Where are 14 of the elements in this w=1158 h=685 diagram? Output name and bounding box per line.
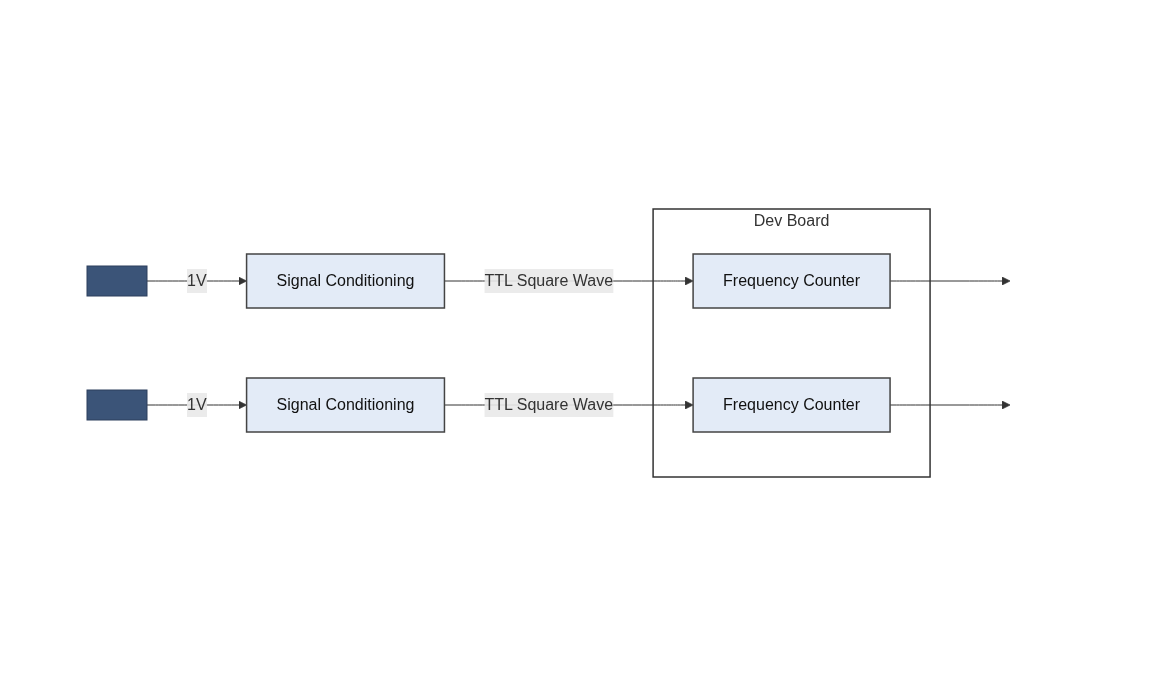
arrow xyxy=(890,276,1011,285)
edge-label: TTL Square Wave xyxy=(484,271,614,289)
arrow xyxy=(890,400,1011,409)
arrow xyxy=(146,276,248,285)
edge-label: 1V xyxy=(187,395,208,413)
edge-label: 1V xyxy=(187,271,208,289)
node-box: Signal Conditioning xyxy=(246,376,446,433)
node-box: Signal Conditioning xyxy=(246,252,446,309)
edge-label: TTL Square Wave xyxy=(484,395,614,413)
node-bar xyxy=(86,389,148,420)
arrow xyxy=(146,400,248,409)
node-box: Frequency Counter xyxy=(692,376,892,433)
node-box: Frequency Counter xyxy=(692,252,892,309)
node-bar xyxy=(86,265,148,296)
